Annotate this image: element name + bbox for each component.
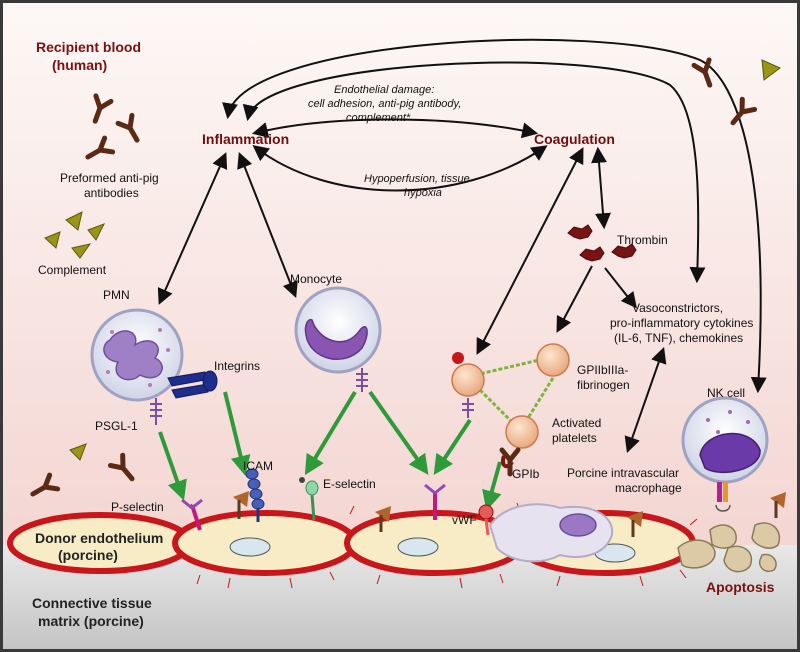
arrow-inflammation-nkcell bbox=[222, 38, 767, 394]
macrophage-label: Porcine intravascular bbox=[567, 466, 679, 480]
platelet-2 bbox=[536, 343, 570, 377]
adhesion-arrows bbox=[158, 390, 502, 511]
antibodies-sublabel: antibodies bbox=[84, 186, 139, 200]
platelet-3 bbox=[505, 415, 539, 449]
icam-label: ICAM bbox=[243, 459, 273, 473]
nucleus bbox=[397, 537, 439, 557]
gpib-label: GPIb bbox=[512, 467, 540, 481]
arrow-thrombin-vasoconstrictors bbox=[604, 267, 637, 309]
arrow-integrins-icam bbox=[223, 391, 251, 476]
vasoconstrictors-line3: (IL-6, TNF), chemokines bbox=[614, 331, 743, 345]
pselectin-label: P-selectin bbox=[111, 500, 164, 514]
thrombin-molecules bbox=[567, 224, 637, 262]
pselectin-receptor bbox=[181, 498, 203, 531]
activated-platelets-label: Activated bbox=[552, 416, 601, 430]
complement-label: Complement bbox=[38, 263, 107, 277]
endothelial-damage-line2: cell adhesion, anti-pig antibody, bbox=[308, 98, 461, 110]
activated-platelets bbox=[451, 343, 570, 469]
integrins-label: Integrins bbox=[214, 359, 260, 373]
gpiib-sublabel: fibrinogen bbox=[577, 378, 630, 392]
icam-receptor bbox=[245, 468, 265, 522]
apoptosis-label: Apoptosis bbox=[706, 579, 775, 595]
complement-proteins bbox=[44, 59, 781, 461]
platelet-receptor bbox=[462, 398, 474, 418]
vwf-receptor bbox=[478, 504, 494, 536]
arrow-vasoconstrictors-macrophage bbox=[624, 346, 667, 454]
pmn-label: PMN bbox=[103, 288, 130, 302]
arrow-inflammation-monocyte bbox=[237, 152, 298, 298]
activated-platelets-sublabel: platelets bbox=[552, 431, 597, 445]
nkcell-label: NK cell bbox=[707, 386, 745, 400]
arrow-endothelial-damage bbox=[251, 118, 539, 139]
antibodies bbox=[30, 57, 758, 497]
psgl1-label: PSGL-1 bbox=[95, 419, 138, 433]
hypoperfusion-line2: hypoxia bbox=[404, 187, 442, 199]
arrow-monocyte-receptor bbox=[368, 390, 429, 475]
gpiib-label: GPIIbIIIa- bbox=[577, 363, 628, 377]
endothelial-damage-line3: complement* bbox=[346, 112, 411, 124]
xenoantigens bbox=[233, 491, 786, 537]
vasoconstrictors-line2: pro-inflammatory cytokines bbox=[610, 316, 753, 330]
monocyte-receptor bbox=[356, 368, 368, 392]
platelet-1 bbox=[451, 363, 485, 397]
macrophage-shape bbox=[488, 503, 614, 563]
psgl1-receptor bbox=[150, 398, 162, 425]
thrombin-label: Thrombin bbox=[617, 233, 668, 247]
eselectin-label: E-selectin bbox=[323, 477, 376, 491]
donor-endothelium-label: Donor endothelium bbox=[35, 530, 163, 546]
endothelial-damage-label: Endothelial damage: bbox=[334, 84, 434, 96]
arrow-psgl1-pselectin bbox=[158, 431, 187, 501]
arrow-thrombin-platelets bbox=[556, 265, 593, 333]
macrophage-sublabel: macrophage bbox=[615, 481, 682, 495]
endothelial-receptor bbox=[424, 483, 446, 520]
arrow-gpib-vwf bbox=[482, 461, 502, 511]
connective-tissue-sublabel: matrix (porcine) bbox=[38, 613, 144, 629]
vasoconstrictors-label: Vasoconstrictors, bbox=[632, 301, 723, 315]
inflammation-label: Inflammation bbox=[202, 131, 289, 147]
nucleus bbox=[229, 537, 271, 557]
recipient-sublabel: (human) bbox=[52, 57, 107, 73]
pathway-arrows bbox=[157, 38, 767, 454]
arrow-coagulation-platelets bbox=[476, 147, 584, 355]
donor-endothelium-sublabel: (porcine) bbox=[58, 547, 118, 563]
monocyte-label: Monocyte bbox=[290, 272, 342, 286]
antibodies-label: Preformed anti-pig bbox=[60, 171, 159, 185]
hypoperfusion-label: Hypoperfusion, tissue bbox=[364, 173, 470, 185]
monocyte-cell bbox=[294, 286, 382, 374]
integrins-receptor bbox=[167, 370, 218, 399]
arrow-coagulation-thrombin bbox=[591, 146, 611, 230]
nk-cell bbox=[681, 396, 769, 512]
recipient-label: Recipient blood bbox=[36, 39, 141, 55]
arrow-platelet-receptor bbox=[433, 418, 472, 476]
apoptotic-bodies bbox=[677, 522, 781, 573]
eselectin-receptor bbox=[299, 477, 319, 521]
coagulation-label: Coagulation bbox=[534, 131, 615, 147]
pmn-cell bbox=[90, 308, 184, 402]
arrow-inflammation-pmn bbox=[157, 152, 228, 305]
platelet-marker bbox=[452, 352, 464, 364]
connective-tissue-label: Connective tissue bbox=[32, 595, 152, 611]
arrow-inflammation-vasoconstrictors bbox=[242, 61, 706, 284]
vwf-label: vWF bbox=[452, 513, 477, 527]
arrow-monocyte-eselectin bbox=[304, 390, 357, 476]
